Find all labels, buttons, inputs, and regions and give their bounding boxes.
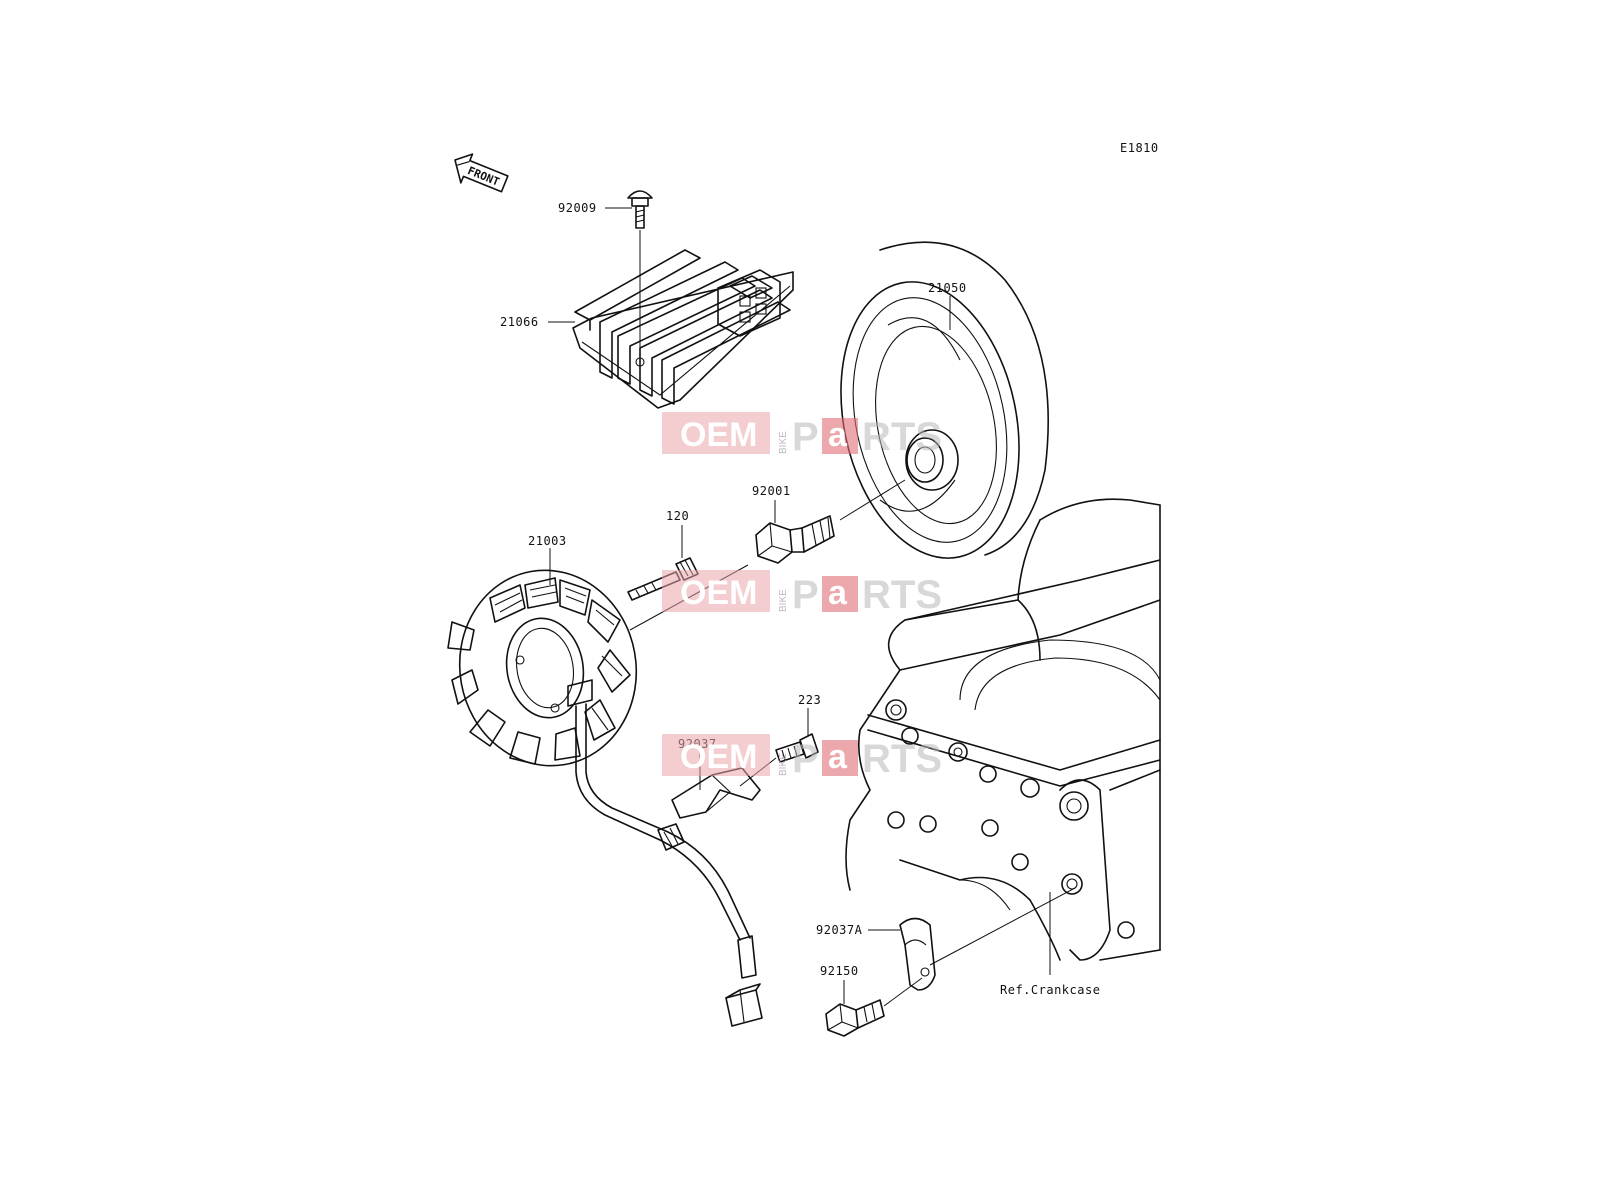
crankcase-reference xyxy=(845,498,1161,961)
watermark-bike: BIKE xyxy=(778,589,789,612)
diagram-code: E1810 xyxy=(1120,141,1159,155)
stator-21003 xyxy=(447,569,763,1027)
label-ref-crankcase: Ref.Crankcase xyxy=(1000,983,1100,997)
label-21003: 21003 xyxy=(528,534,567,548)
label-21050: 21050 xyxy=(928,281,967,295)
watermark-bike: BIKE xyxy=(778,753,789,776)
watermark-a: a xyxy=(828,738,848,776)
bolt-92001 xyxy=(755,515,835,564)
clamp-92037A xyxy=(899,917,936,991)
watermark-rts: RTS xyxy=(862,573,942,617)
label-92037A: 92037A xyxy=(816,923,863,937)
watermark-oem: OEM xyxy=(680,738,757,776)
watermark-2: OEM BIKE P a RTS xyxy=(662,570,942,617)
watermark-rts: RTS xyxy=(862,415,942,459)
label-92150: 92150 xyxy=(820,964,859,978)
label-120: 120 xyxy=(666,509,689,523)
label-21066: 21066 xyxy=(500,315,539,329)
watermark-1: OEM BIKE P a RTS xyxy=(662,412,942,459)
regulator-21066 xyxy=(572,249,794,409)
screw-92009 xyxy=(627,190,653,229)
watermark-a: a xyxy=(828,574,848,612)
watermark-rts: RTS xyxy=(862,737,942,781)
label-92001: 92001 xyxy=(752,484,791,498)
label-92009: 92009 xyxy=(558,201,597,215)
bolt-92150 xyxy=(825,999,885,1037)
watermark-oem: OEM xyxy=(680,416,757,454)
watermark-p: P xyxy=(792,737,819,781)
watermark-oem: OEM xyxy=(680,574,757,612)
front-arrow-icon: FRONT xyxy=(454,153,509,193)
watermark-bike: BIKE xyxy=(778,431,789,454)
watermark-p: P xyxy=(792,415,819,459)
watermark-p: P xyxy=(792,573,819,617)
watermark-a: a xyxy=(828,416,848,454)
label-223: 223 xyxy=(798,693,821,707)
watermark-3: OEM BIKE P a RTS xyxy=(662,734,942,781)
